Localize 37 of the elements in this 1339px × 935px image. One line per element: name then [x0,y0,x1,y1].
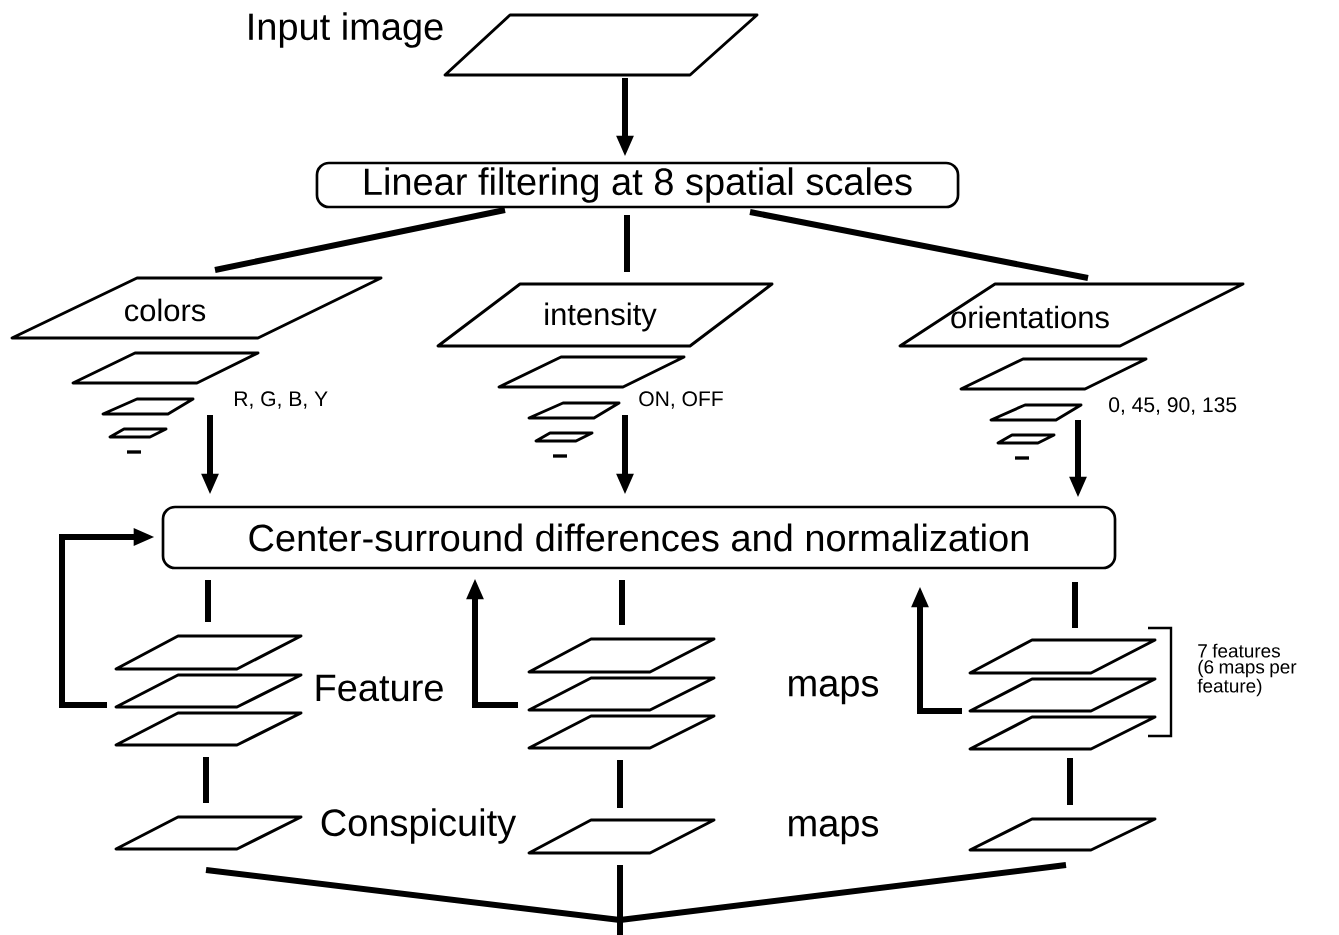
connector-line [203,757,209,803]
image-plane [968,715,1157,751]
image-plane [968,817,1157,852]
image-plane [527,676,716,712]
connector-line [619,580,625,625]
label-text: 7 features (6 maps per feature) [1197,643,1297,697]
node-caption: ON, OFF [639,391,723,409]
image-plane [968,677,1157,713]
process-box: Center-surround differences and normalization [161,505,1117,570]
connector-line [1067,758,1073,805]
image-plane [527,714,716,750]
node-caption: Input image [249,12,443,48]
image-plane [114,711,303,747]
label-text: maps [789,815,879,845]
image-plane [527,637,716,674]
feature-plane: orientations [898,282,1245,348]
node-caption: R, G, B, Y [235,391,328,409]
connector-line [617,865,623,935]
connector-line [1072,582,1078,628]
label-text: Conspicuity [321,808,517,844]
feature-plane: intensity [436,282,774,348]
image-plane [443,13,759,77]
connector-line [624,215,630,272]
connector-line [205,580,211,622]
connector-line [749,209,1089,281]
connector-line [214,207,506,273]
label-text: Feature [316,674,443,702]
process-box: Linear filtering at 8 spatial scales [315,161,960,209]
node-caption: 0, 45, 90, 135 [1109,397,1237,415]
label-text: maps [789,675,879,705]
image-plane [968,638,1157,675]
feature-plane: colors [10,276,383,340]
image-plane [114,634,303,671]
connector-line [617,760,623,808]
image-plane [527,818,716,855]
image-plane [114,673,303,709]
image-plane [114,815,303,851]
